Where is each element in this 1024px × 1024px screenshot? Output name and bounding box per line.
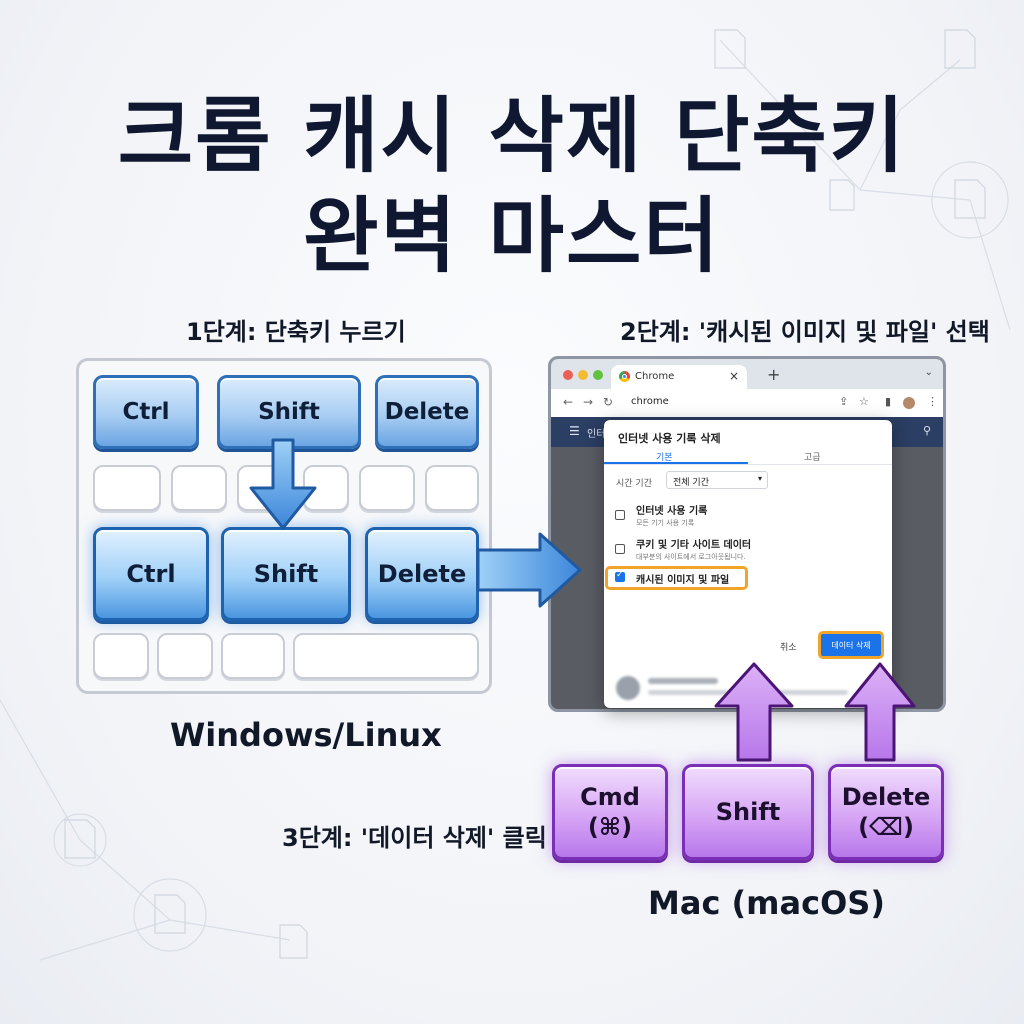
blank-key (303, 465, 349, 511)
cancel-button[interactable]: 취소 (780, 643, 797, 653)
mac-shift-key: Shift (682, 764, 814, 860)
close-window-dot[interactable] (563, 370, 573, 380)
blank-key (359, 465, 415, 511)
blank-key (157, 633, 213, 679)
account-avatar (616, 676, 640, 700)
time-range-value: 전체 기간 (673, 478, 709, 488)
bookmark-star-icon[interactable]: ☆ (859, 395, 869, 408)
step-1-label: 1단계: 단축키 누르기 (186, 318, 406, 346)
option-cookies-title: 쿠키 및 기타 사이트 데이터 (636, 540, 752, 551)
minimize-window-dot[interactable] (578, 370, 588, 380)
delete-data-button[interactable]: 데이터 삭제 (818, 631, 884, 659)
step-3-label: 3단계: '데이터 삭제' 클릭 (282, 824, 547, 852)
blank-key (237, 465, 293, 511)
step-2-label: 2단계: '캐시된 이미지 및 파일' 선택 (620, 318, 990, 346)
clear-browsing-data-dialog: 인터넷 사용 기록 삭제 기본 고급 시간 기간 전체 기간 ▾ 인터넷 사용 … (604, 420, 892, 708)
shift-key-top: Shift (217, 375, 361, 449)
search-icon[interactable]: ⚲ (922, 424, 931, 437)
mac-shift-key-label: Shift (715, 798, 781, 826)
main-title-line-1: 크롬 캐시 삭제 단축키 (117, 89, 907, 184)
main-title-line-2: 완벽 마스터 (303, 189, 721, 284)
forward-arrow-icon[interactable]: → (583, 395, 594, 409)
cookies-checkbox[interactable] (615, 544, 625, 554)
delete-key-top: Delete (375, 375, 479, 449)
active-tab-indicator (604, 462, 748, 464)
sidepanel-icon[interactable]: ▮ (885, 395, 892, 408)
option-cookies-subtitle: 대부분의 사이트에서 로그아웃됩니다. (636, 553, 746, 561)
blank-key (425, 465, 479, 511)
mac-delete-key-label: Delete (841, 783, 931, 811)
profile-avatar-icon[interactable] (903, 397, 915, 409)
cmd-key-label: Cmd (580, 783, 640, 811)
windows-keyboard: Ctrl Shift Delete Ctrl Shift Delete (76, 358, 492, 694)
tab-advanced[interactable]: 고급 (804, 453, 821, 463)
tab-divider (604, 464, 892, 465)
shift-key: Shift (221, 527, 351, 621)
ctrl-key-top: Ctrl (93, 375, 199, 449)
blank-key (93, 465, 161, 511)
mac-delete-key: Delete (⌫) (828, 764, 944, 860)
time-range-select[interactable]: 전체 기간 ▾ (666, 471, 768, 489)
tab-close-icon[interactable]: × (728, 369, 739, 383)
page-header-title: 인터 (587, 429, 606, 440)
blank-key (93, 633, 149, 679)
spacebar-key (293, 633, 479, 679)
url-text[interactable]: chrome (631, 396, 669, 407)
account-desc-blurred (648, 690, 848, 695)
windows-linux-caption: Windows/Linux (170, 716, 442, 754)
back-arrow-icon[interactable]: ← (563, 395, 574, 409)
account-row (616, 676, 876, 702)
cache-option-highlight (605, 566, 748, 590)
ctrl-key: Ctrl (93, 527, 209, 621)
more-menu-icon[interactable]: ⋮ (927, 395, 938, 408)
delete-key: Delete (365, 527, 479, 621)
hamburger-menu-icon[interactable]: ☰ (569, 424, 580, 438)
command-symbol-icon: (⌘) (587, 813, 633, 841)
reload-icon[interactable]: ↻ (603, 395, 614, 409)
history-checkbox[interactable] (615, 510, 625, 520)
option-history-title: 인터넷 사용 기록 (636, 506, 708, 517)
browser-tab[interactable]: Chrome × (611, 365, 747, 389)
new-tab-button[interactable]: + (767, 365, 781, 384)
cmd-key: Cmd (⌘) (552, 764, 668, 860)
option-history-subtitle: 모든 기기 사용 기록 (636, 519, 695, 527)
tab-search-chevron-icon[interactable]: ⌄ (924, 367, 933, 378)
chrome-logo-icon (619, 371, 630, 382)
tab-bar: Chrome × + ⌄ (551, 359, 943, 389)
chevron-down-icon: ▾ (757, 474, 762, 483)
time-range-label: 시간 기간 (616, 479, 652, 489)
share-icon[interactable]: ⇪ (839, 395, 849, 408)
tab-basic[interactable]: 기본 (656, 453, 673, 463)
maximize-window-dot[interactable] (593, 370, 603, 380)
blank-key (171, 465, 227, 511)
tab-title: Chrome (635, 371, 675, 382)
blank-key (221, 633, 285, 679)
option-cache-title: 캐시된 이미지 및 파일 (636, 575, 730, 586)
backspace-symbol-icon: (⌫) (858, 813, 914, 841)
mac-caption: Mac (macOS) (648, 884, 885, 922)
dialog-title: 인터넷 사용 기록 삭제 (618, 432, 721, 445)
account-name-blurred (648, 678, 718, 684)
cached-images-checkbox[interactable] (615, 570, 625, 582)
address-bar: ← → ↻ chrome ⇪ ☆ ▮ ⋮ (551, 389, 943, 418)
